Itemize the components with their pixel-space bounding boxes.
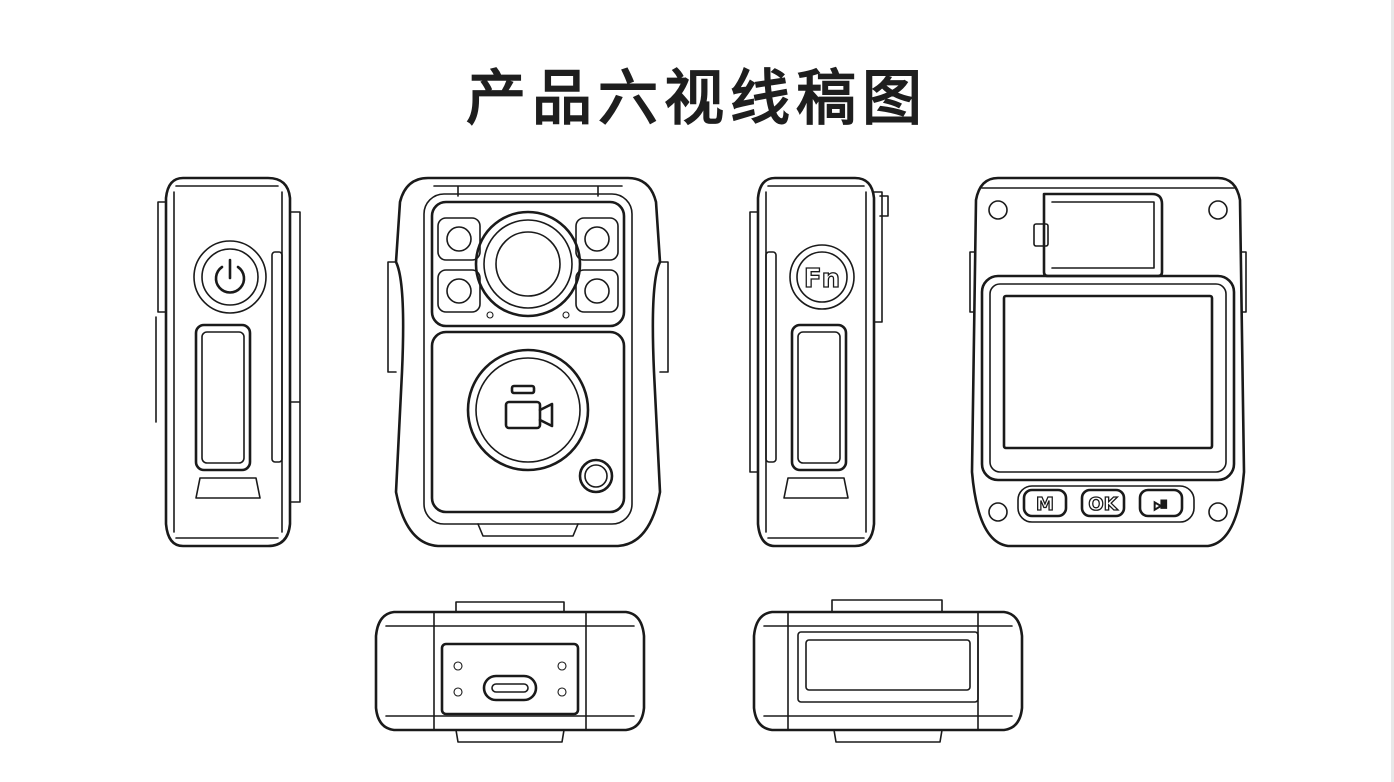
- port-plate: [442, 644, 578, 714]
- record-button: [468, 350, 588, 470]
- usb-c-port: [484, 676, 536, 700]
- play-pause-button: [1140, 490, 1182, 516]
- fn-label: Fn: [804, 264, 840, 294]
- camera-lens: [476, 212, 580, 316]
- lcd-screen: [1004, 296, 1212, 448]
- power-icon: [216, 267, 244, 292]
- page-edge-line: [1391, 0, 1394, 782]
- right-side-view: Fn: [740, 172, 900, 552]
- ok-button-label: OK: [1088, 494, 1118, 515]
- play-pause-label: ⏯: [1154, 494, 1168, 515]
- record-icon: [512, 386, 534, 393]
- page-title: 产品六视线稿图: [466, 64, 928, 134]
- m-button: [1024, 490, 1066, 516]
- bottom-view: [374, 596, 646, 746]
- screen-bezel: [982, 276, 1234, 480]
- left-side-view: [148, 172, 313, 552]
- ok-button: [1082, 490, 1124, 516]
- back-view: [388, 172, 668, 552]
- front-view: M OK ⏯: [968, 172, 1248, 552]
- top-view: [752, 596, 1024, 746]
- m-button-label: M: [1036, 494, 1054, 515]
- fn-button: [790, 245, 854, 309]
